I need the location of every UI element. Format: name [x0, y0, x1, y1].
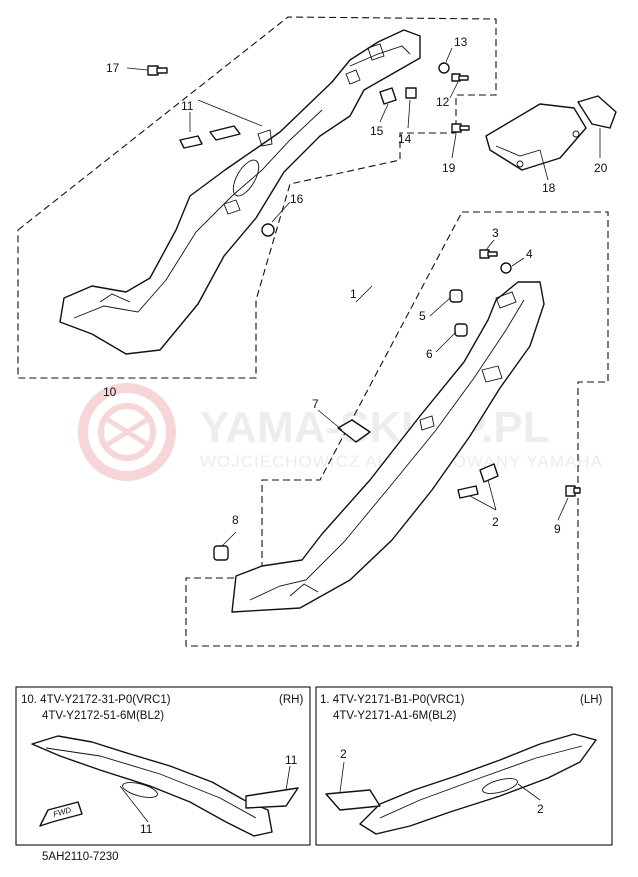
callout-2-lh-lower: 2 [537, 802, 544, 816]
grommet-5 [449, 289, 463, 303]
pad-20 [577, 95, 617, 129]
callout-19: 19 [442, 161, 456, 175]
inset-lh-part-line2: 4TV-Y2171-A1-6M(BL2) [333, 710, 457, 722]
callout-3: 3 [492, 226, 499, 240]
nut-14 [405, 87, 417, 99]
fwd-arrow-icon: FWD [39, 801, 83, 827]
callout-10: 10 [103, 385, 117, 399]
label-2-decal [457, 463, 499, 499]
grommet-6 [454, 323, 468, 337]
callout-2-lh-decal: 2 [340, 747, 347, 761]
inset-lh-decal [325, 789, 381, 811]
callout-11: 11 [181, 99, 194, 113]
figure-code: 5AH2110-7230 [42, 851, 119, 863]
inset-rh-cover [31, 735, 273, 837]
callout-6: 6 [426, 347, 433, 361]
watermark-logo [78, 383, 176, 481]
washer-4 [500, 262, 512, 274]
bracket-18 [485, 103, 587, 171]
callout-15: 15 [370, 124, 384, 138]
callout-12: 12 [436, 95, 450, 109]
callout-16: 16 [290, 192, 304, 206]
label-7-decal [337, 419, 371, 443]
side-cover-left [231, 281, 545, 613]
grommet-15 [379, 87, 397, 105]
assembly-1-boundary [185, 211, 609, 647]
side-cover-right [59, 29, 421, 355]
bolt-9 [565, 485, 581, 497]
callout-9: 9 [554, 522, 561, 536]
callout-2: 2 [492, 515, 499, 529]
assembly-10-boundary [17, 16, 497, 379]
nut-16 [261, 223, 275, 237]
washer-13 [438, 62, 450, 74]
label-11-decal [179, 125, 241, 149]
callouts: 17 11 13 12 15 14 19 18 20 16 10 1 3 4 5… [103, 35, 608, 536]
inset-lh: 1. 4TV-Y2171-B1-P0(VRC1) 4TV-Y2171-A1-6M… [315, 686, 613, 846]
callout-8: 8 [232, 513, 239, 527]
inset-rh-side: (RH) [279, 694, 303, 706]
grommet-8 [213, 545, 229, 561]
callout-13: 13 [454, 35, 468, 49]
callout-20: 20 [594, 161, 608, 175]
callout-18: 18 [542, 181, 556, 195]
screw-3 [479, 249, 498, 259]
inset-rh-part-line1: 10. 4TV-Y2172-31-P0(VRC1) [21, 694, 171, 706]
callout-7: 7 [312, 397, 319, 411]
callout-17: 17 [106, 61, 120, 75]
callout-1: 1 [350, 287, 357, 301]
callout-5: 5 [419, 309, 426, 323]
callout-4: 4 [526, 247, 533, 261]
watermark: YAMA-SKLEP.PL WOJCIECHOWICZ AUTORYZOWANY… [78, 383, 602, 481]
callout-14: 14 [398, 132, 412, 146]
bolt-17 [147, 65, 168, 76]
inset-lh-part-line1: 1. 4TV-Y2171-B1-P0(VRC1) [320, 694, 465, 706]
bolt-19 [451, 123, 470, 133]
inset-rh: 10. 4TV-Y2172-31-P0(VRC1) 4TV-Y2172-51-6… [15, 686, 311, 846]
watermark-main-text: YAMA-SKLEP.PL [200, 403, 550, 452]
screw-12 [451, 73, 469, 82]
inset-lh-cover [359, 733, 597, 835]
inset-lh-side: (LH) [580, 694, 603, 706]
inset-rh-decal [245, 787, 299, 809]
callout-11-rh-lower: 11 [140, 822, 153, 836]
leader-lines [126, 47, 601, 547]
inset-rh-part-line2: 4TV-Y2172-51-6M(BL2) [42, 710, 164, 722]
callout-11-rh-decal: 11 [285, 753, 298, 767]
